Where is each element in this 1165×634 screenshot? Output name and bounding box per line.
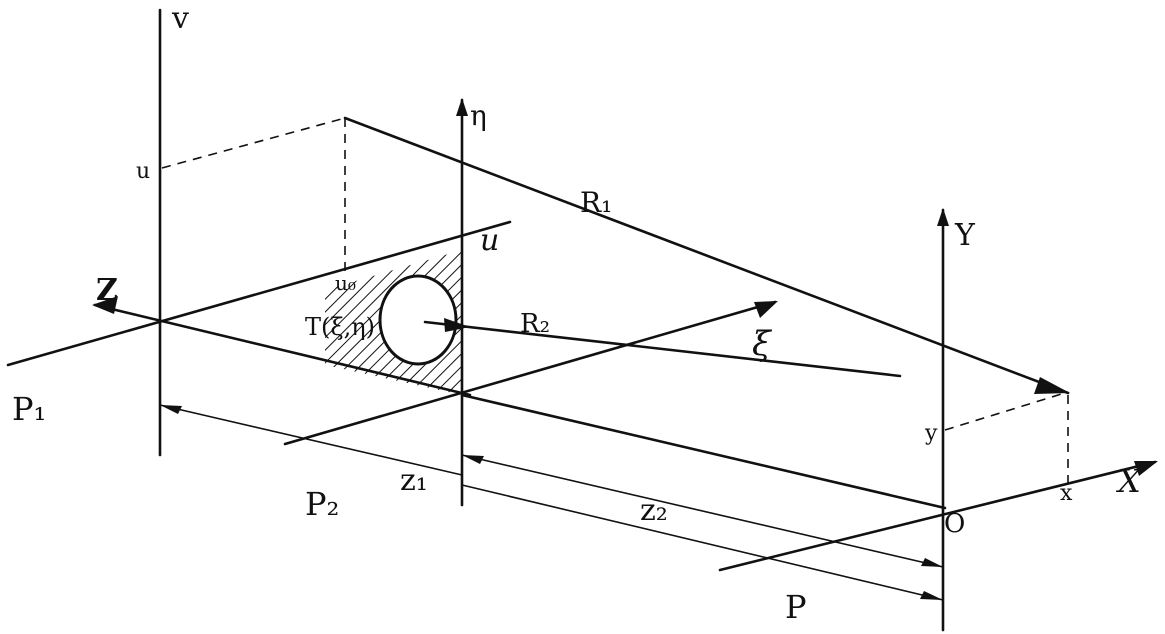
label-p2: P₂ xyxy=(305,485,339,523)
label-v: v xyxy=(171,1,189,36)
z1-dim-arrow-left xyxy=(160,405,182,414)
label-z2: z₂ xyxy=(640,493,668,528)
z1-dimension xyxy=(159,404,463,476)
u-projection-dash xyxy=(161,117,346,169)
r2-arrowhead xyxy=(444,318,470,332)
x-arrowhead xyxy=(1134,461,1158,476)
label-xi: ξ xyxy=(752,324,773,364)
label-p: P xyxy=(785,588,807,626)
y-projection-dash xyxy=(944,391,1069,431)
z2-dim-arrow-right xyxy=(921,558,943,567)
label-r1: R₁ xyxy=(580,186,612,219)
label-p1: P₁ xyxy=(12,390,46,428)
eta-arrowhead xyxy=(456,98,468,116)
p-dim-arrow-right xyxy=(920,591,943,600)
z-axis-right xyxy=(460,393,947,510)
r1-arrowhead xyxy=(1034,377,1070,394)
u-axis xyxy=(6,220,512,367)
aperture-hole xyxy=(378,274,458,366)
z2-dim-arrow-left xyxy=(462,455,484,464)
label-u-axis: u xyxy=(480,223,499,258)
y-arrowhead xyxy=(937,208,949,226)
z-arrowhead xyxy=(92,296,118,314)
label-t-xi-eta: T(ξ,η) xyxy=(305,313,375,341)
label-eta: η xyxy=(470,99,487,132)
label-x-tick: x xyxy=(1060,481,1073,506)
x-axis xyxy=(718,460,1157,572)
xi-arrowhead xyxy=(754,301,778,318)
label-origin: O xyxy=(944,509,965,539)
ray-r2 xyxy=(423,320,902,378)
label-u0: u₀ xyxy=(335,271,356,295)
ray-r1 xyxy=(343,116,1070,395)
label-z1: z₁ xyxy=(400,463,428,498)
label-u-tick: u xyxy=(136,159,150,184)
label-x-axis: X xyxy=(1115,462,1142,500)
label-y-axis: Y xyxy=(954,218,976,253)
label-y-tick: y xyxy=(924,421,938,446)
z2-dimension xyxy=(461,454,944,568)
label-z-left: Z xyxy=(96,273,118,308)
label-r2: R₂ xyxy=(520,309,550,339)
xi-axis xyxy=(283,300,777,446)
z2-dimension-lower xyxy=(461,484,944,601)
